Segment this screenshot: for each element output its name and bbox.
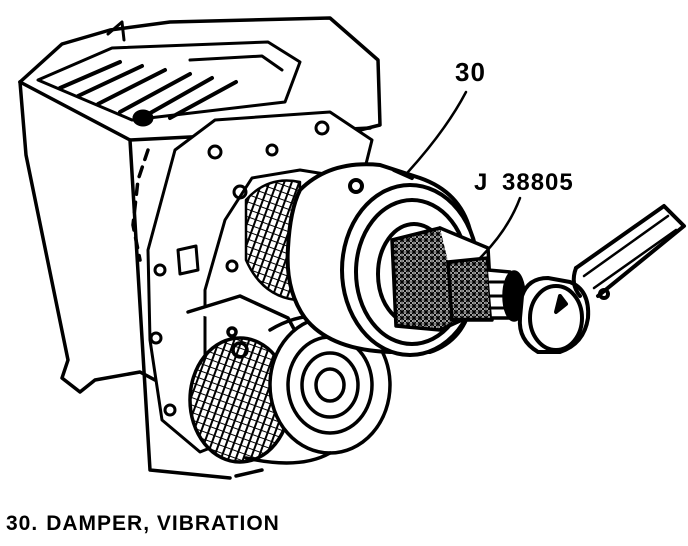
engine-block: [18, 16, 382, 480]
damper-callout-label: 30: [455, 57, 486, 87]
parts-legend: 30. DAMPER, VIBRATION: [6, 512, 288, 536]
lower-pulley: [186, 294, 392, 465]
block-interior-ribs: [36, 20, 302, 127]
legend-item-text: DAMPER, VIBRATION: [46, 512, 280, 535]
leader-lines: [406, 90, 522, 260]
installer-tool: [390, 226, 526, 332]
legend-item-number: 30.: [6, 512, 39, 535]
tool-callout-label: J 38805: [474, 169, 574, 196]
wrench: [517, 204, 686, 354]
